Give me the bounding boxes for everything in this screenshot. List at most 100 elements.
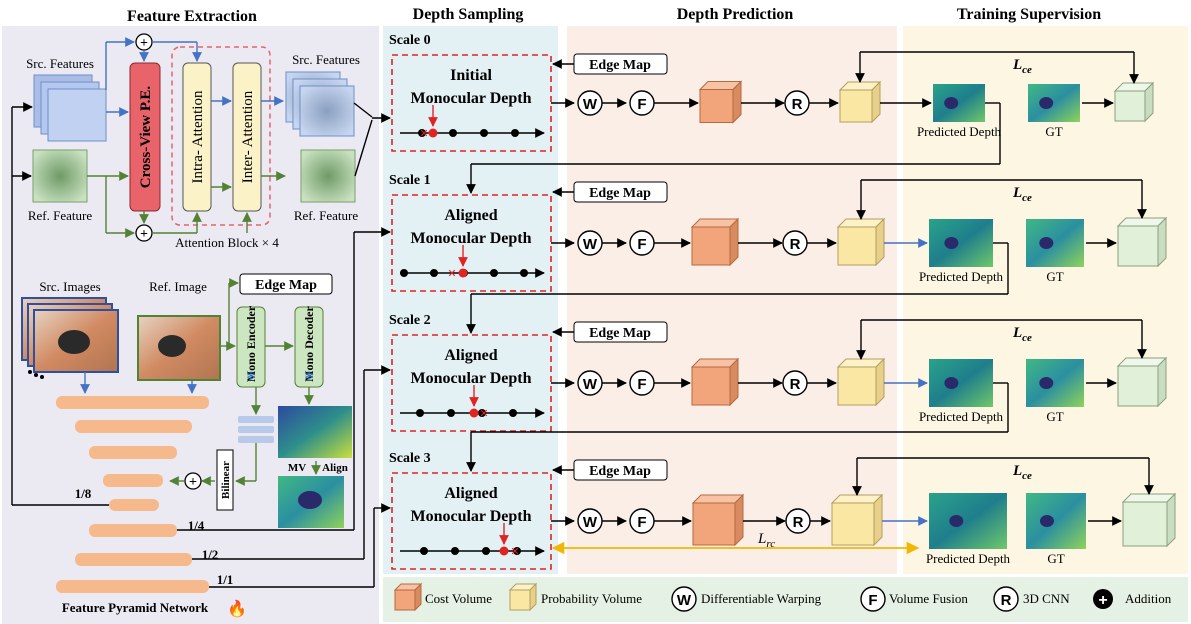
fusion-node: F	[629, 508, 655, 534]
gt-label: GT	[1046, 269, 1063, 284]
fpn-bars	[56, 396, 209, 593]
svg-text:F: F	[637, 96, 646, 113]
ref-feature-out-label: Ref. Feature	[294, 208, 358, 223]
predicted-depth-label: Predicted Depth	[917, 124, 1002, 139]
depth-title-line1: Initial	[450, 67, 492, 84]
svg-text:R: R	[790, 236, 801, 253]
warping-node: W	[577, 90, 603, 116]
attention-block-frame	[171, 46, 271, 226]
snowflake-icon: ❄	[246, 369, 256, 383]
bilinear-block	[216, 449, 234, 511]
depth-title-line2: Monocular Depth	[410, 230, 531, 247]
svg-text:R: R	[1001, 592, 1012, 609]
depth-hypothesis-point	[480, 129, 488, 137]
svg-text:F: F	[637, 236, 646, 253]
depth-hypothesis-point	[509, 409, 517, 417]
gt-volume	[1113, 81, 1155, 123]
cost-volume	[691, 493, 745, 547]
svg-text:W: W	[677, 592, 692, 609]
mono-arrows	[80, 278, 321, 486]
legend-addition-label: Addition	[1125, 591, 1172, 606]
loss-ce-label: Lce	[1012, 185, 1032, 204]
gt-label: GT	[1045, 124, 1062, 139]
ref-feature-map	[32, 149, 88, 203]
svg-text:R: R	[792, 96, 803, 113]
fe-edge-map-box	[239, 273, 333, 295]
svg-text:W: W	[583, 236, 598, 253]
mv-label: MV	[288, 462, 306, 474]
loss-ce-label: Lce	[1012, 57, 1032, 76]
probability-volume	[836, 357, 886, 407]
cnn-node: R	[785, 508, 811, 534]
svg-text:W: W	[583, 514, 598, 531]
attention-block-label: Attention Block × 4	[175, 235, 279, 250]
gt-volume	[1116, 356, 1168, 408]
legend: Cost Volume Probability Volume W Differe…	[393, 582, 1172, 612]
addition-node-fpn: +	[184, 472, 202, 490]
mono-decoder-label: Mono Decoder	[302, 306, 316, 382]
predicted-depth-object	[944, 377, 959, 389]
scale-label: Scale 2	[389, 313, 431, 328]
depth-hypothesis-point	[418, 129, 426, 137]
depth-sampling-box	[391, 194, 552, 292]
cross-view-pe-block	[129, 62, 161, 212]
edge-map-label: Edge Map	[589, 464, 651, 479]
depth-hypothesis-point	[513, 547, 521, 555]
legend-cost-volume-swatch	[393, 582, 423, 612]
depth-hypothesis-point	[449, 129, 457, 137]
depth-hypothesis-point	[451, 547, 459, 555]
svg-text:F: F	[637, 376, 646, 393]
fusion-node: F	[629, 90, 655, 116]
mono-depth-point	[428, 128, 438, 138]
scale-label: Scale 0	[389, 33, 431, 48]
fpn-level-1-4: 1/4	[188, 518, 205, 533]
depth-hypothesis-point	[430, 269, 438, 277]
cost-volume	[698, 80, 743, 124]
legend-warping-label: Differentiable Warping	[701, 591, 822, 606]
gt-label: GT	[1047, 551, 1064, 566]
intra-attention-label: Intra- Attention	[190, 90, 206, 183]
legend-probability-volume-label: Probability Volume	[541, 591, 642, 606]
outlier-mark: ✕	[510, 546, 519, 558]
inter-attention-block	[232, 62, 262, 212]
gt-depth-object	[1039, 97, 1054, 109]
mono-depth-point	[499, 546, 509, 556]
src-images-stack	[21, 297, 119, 379]
gt-depth-object	[1040, 515, 1054, 527]
gt-depth-object	[1039, 377, 1054, 389]
depth-title-line1: Aligned	[444, 485, 497, 502]
gt-depth-image	[1028, 84, 1080, 122]
svg-text:F: F	[868, 592, 877, 609]
gt-volume	[1116, 216, 1168, 268]
scale-label: Scale 1	[389, 173, 431, 188]
ref-feature-out-map	[300, 149, 356, 203]
fpn-connections	[11, 102, 391, 588]
src-features-out-label: Src. Features	[292, 52, 360, 67]
depth-sampling-box	[391, 472, 552, 570]
fpn-level-1-2: 1/2	[202, 547, 219, 562]
outlier-mark: ✕	[447, 268, 456, 280]
cross-view-pe-label: Cross-View P.E.	[138, 86, 154, 189]
ref-image-object	[158, 335, 186, 357]
scale-label: Scale 3	[389, 451, 431, 466]
legend-fusion-symbol: F	[860, 586, 886, 612]
cnn-node: R	[784, 90, 810, 116]
predicted-depth-image	[933, 84, 985, 122]
probability-volume	[836, 217, 886, 267]
legend-fusion-label: Volume Fusion	[889, 591, 968, 606]
legend-cnn-symbol: R	[993, 586, 1019, 612]
fpn-level-1-1: 1/1	[217, 572, 234, 587]
fpn-level-1-8: 1/8	[75, 486, 92, 501]
loss-rc-label: Lrc	[757, 531, 775, 550]
legend-warping-symbol: W	[671, 586, 697, 612]
svg-text:+: +	[140, 36, 148, 51]
cnn-node: R	[782, 230, 808, 256]
outlier-mark: ✕	[419, 128, 428, 140]
warping-node: W	[577, 230, 603, 256]
mono-encoder-label: Mono Encoder	[244, 305, 258, 382]
legend-addition-symbol: +	[1093, 589, 1113, 609]
